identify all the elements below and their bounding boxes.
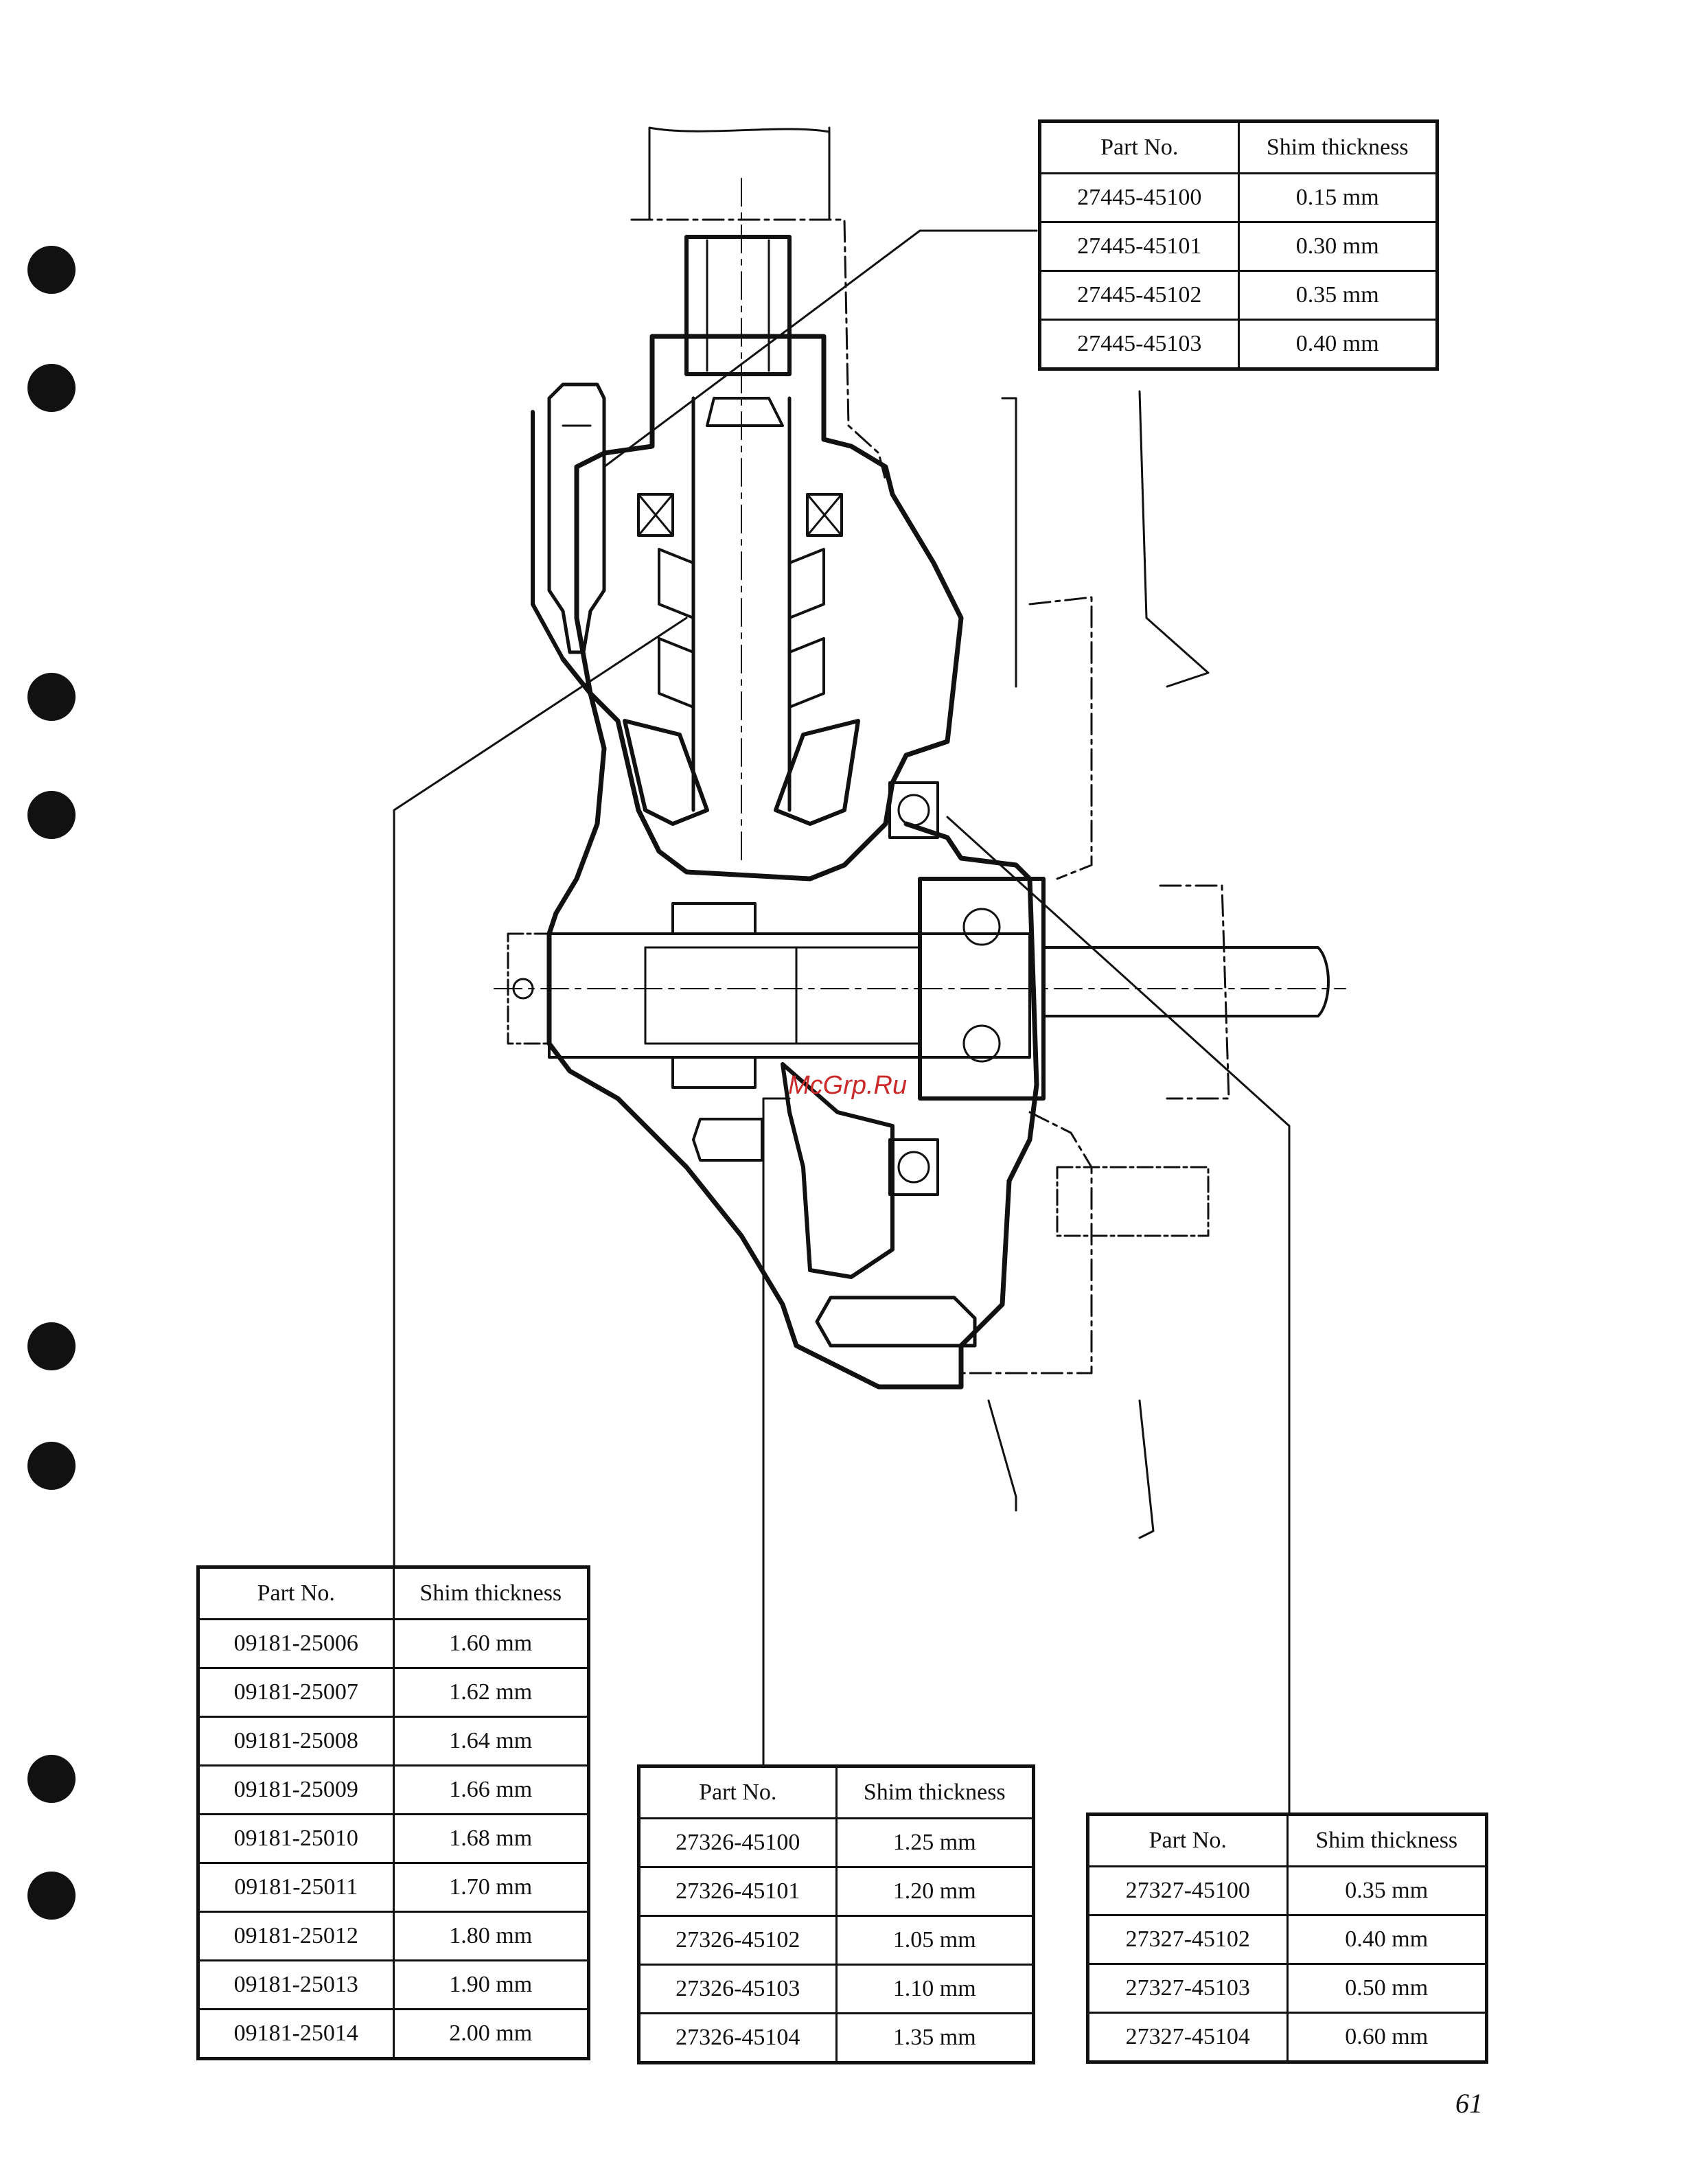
part-number-cell: 09181-25014 xyxy=(197,2008,395,2060)
part-number-cell: 27445-45102 xyxy=(1039,270,1240,321)
table-header-row: Part No. Shim thickness xyxy=(638,1765,1035,1819)
part-number-cell: 27326-45100 xyxy=(638,1817,838,1868)
shim-thickness-cell: 1.70 mm xyxy=(392,1862,590,1913)
shim-thickness-cell: 1.68 mm xyxy=(392,1813,590,1864)
shim-thickness-cell: 0.40 mm xyxy=(1286,1914,1488,1965)
shim-thickness-cell: 0.35 mm xyxy=(1237,270,1438,321)
table-header-row: Part No. Shim thickness xyxy=(1039,120,1438,174)
shim-thickness-cell: 0.30 mm xyxy=(1237,221,1438,272)
column-header-shim-thickness: Shim thickness xyxy=(1237,120,1438,174)
binder-hole xyxy=(27,246,76,294)
part-number-cell: 09181-25006 xyxy=(197,1618,395,1669)
binder-hole xyxy=(27,1755,76,1803)
part-number-cell: 27327-45104 xyxy=(1087,2012,1289,2063)
shim-thickness-cell: 1.62 mm xyxy=(392,1667,590,1718)
part-number-cell: 27327-45103 xyxy=(1087,1963,1289,2014)
part-number-cell: 27327-45100 xyxy=(1087,1865,1289,1916)
column-header-part-no: Part No. xyxy=(1087,1813,1289,1867)
part-number-cell: 09181-25010 xyxy=(197,1813,395,1864)
shim-thickness-cell: 0.60 mm xyxy=(1286,2012,1488,2063)
binder-hole xyxy=(27,1872,76,1920)
part-number-cell: 27445-45101 xyxy=(1039,221,1240,272)
part-number-cell: 09181-25007 xyxy=(197,1667,395,1718)
binder-hole xyxy=(27,1322,76,1370)
shim-thickness-cell: 1.35 mm xyxy=(835,2012,1035,2064)
shim-thickness-cell: 0.40 mm xyxy=(1237,319,1438,370)
shim-thickness-cell: 1.66 mm xyxy=(392,1764,590,1815)
shim-thickness-cell: 1.90 mm xyxy=(392,1959,590,2010)
part-number-cell: 09181-25008 xyxy=(197,1716,395,1767)
part-number-cell: 09181-25009 xyxy=(197,1764,395,1815)
shim-thickness-cell: 1.60 mm xyxy=(392,1618,590,1669)
shim-thickness-cell: 0.35 mm xyxy=(1286,1865,1488,1916)
shim-thickness-cell: 1.80 mm xyxy=(392,1911,590,1961)
shim-thickness-cell: 1.10 mm xyxy=(835,1964,1035,2014)
part-number-cell: 27326-45101 xyxy=(638,1866,838,1917)
shim-thickness-cell: 1.20 mm xyxy=(835,1866,1035,1917)
shim-thickness-cell: 2.00 mm xyxy=(392,2008,590,2060)
part-number-cell: 27445-45100 xyxy=(1039,172,1240,223)
shim-thickness-cell: 1.05 mm xyxy=(835,1915,1035,1966)
part-number-cell: 27326-45102 xyxy=(638,1915,838,1966)
column-header-part-no: Part No. xyxy=(197,1566,395,1620)
shim-thickness-cell: 0.50 mm xyxy=(1286,1963,1488,2014)
binder-hole xyxy=(27,364,76,412)
table-header-row: Part No. Shim thickness xyxy=(1087,1813,1488,1867)
shim-thickness-cell: 1.64 mm xyxy=(392,1716,590,1767)
watermark: McGrp.Ru xyxy=(788,1071,908,1100)
part-number-cell: 27326-45104 xyxy=(638,2012,838,2064)
shim-thickness-cell: 0.15 mm xyxy=(1237,172,1438,223)
binder-hole xyxy=(27,791,76,839)
part-number-cell: 27445-45103 xyxy=(1039,319,1240,370)
binder-hole xyxy=(27,673,76,721)
column-header-part-no: Part No. xyxy=(638,1765,838,1819)
part-number-cell: 27326-45103 xyxy=(638,1964,838,2014)
page-number: 61 xyxy=(1455,2088,1483,2119)
column-header-shim-thickness: Shim thickness xyxy=(392,1566,590,1620)
binder-hole xyxy=(27,1442,76,1490)
part-number-cell: 09181-25012 xyxy=(197,1911,395,1961)
part-number-cell: 09181-25011 xyxy=(197,1862,395,1913)
column-header-part-no: Part No. xyxy=(1039,120,1240,174)
column-header-shim-thickness: Shim thickness xyxy=(1286,1813,1488,1867)
table-header-row: Part No. Shim thickness xyxy=(197,1566,590,1620)
column-header-shim-thickness: Shim thickness xyxy=(835,1765,1035,1819)
shim-thickness-cell: 1.25 mm xyxy=(835,1817,1035,1868)
part-number-cell: 09181-25013 xyxy=(197,1959,395,2010)
part-number-cell: 27327-45102 xyxy=(1087,1914,1289,1965)
